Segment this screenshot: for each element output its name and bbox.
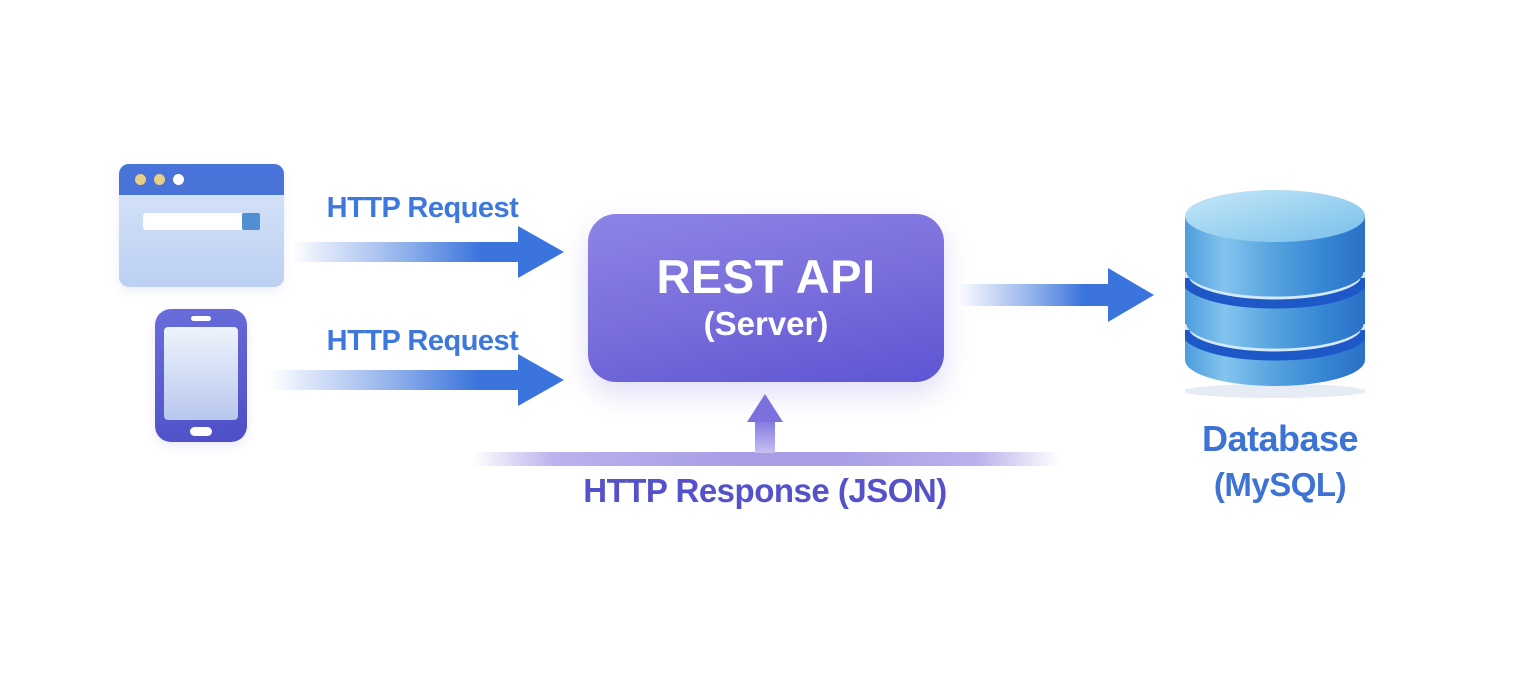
right-arrow-icon bbox=[518, 226, 564, 278]
smartphone-icon bbox=[155, 309, 247, 442]
phone-screen bbox=[164, 327, 238, 420]
database-label-block: Database (MySQL) bbox=[1155, 418, 1405, 504]
database-cylinder-icon bbox=[1185, 190, 1365, 398]
browser-window-icon bbox=[119, 164, 284, 287]
window-dot-icon bbox=[154, 174, 165, 185]
browser-titlebar bbox=[119, 164, 284, 195]
http-request-label-bottom: HTTP Request bbox=[326, 325, 519, 357]
phone-speaker-icon bbox=[191, 316, 211, 321]
database-title: Database bbox=[1201, 418, 1359, 459]
browser-go-button-icon bbox=[242, 213, 260, 230]
server-title: REST API bbox=[656, 250, 876, 304]
up-arrow-icon bbox=[747, 394, 783, 422]
window-dot-icon bbox=[173, 174, 184, 185]
phone-home-button-icon bbox=[190, 427, 212, 436]
server-subtitle: (Server) bbox=[703, 305, 829, 343]
up-arrow-shaft bbox=[755, 420, 775, 453]
http-request-label-top: HTTP Request bbox=[326, 192, 519, 224]
right-arrow-shaft bbox=[958, 284, 1112, 306]
response-flow-bar bbox=[472, 452, 1060, 466]
right-arrow-icon bbox=[518, 354, 564, 406]
database-subtitle: (MySQL) bbox=[1213, 466, 1347, 503]
right-arrow-icon bbox=[1108, 268, 1154, 322]
right-arrow-shaft bbox=[292, 242, 522, 262]
rest-api-server-node: REST API (Server) bbox=[588, 214, 944, 382]
browser-addressbar bbox=[143, 213, 260, 230]
http-response-label: HTTP Response (JSON) bbox=[583, 472, 947, 509]
window-dot-icon bbox=[135, 174, 146, 185]
right-arrow-shaft bbox=[270, 370, 522, 390]
